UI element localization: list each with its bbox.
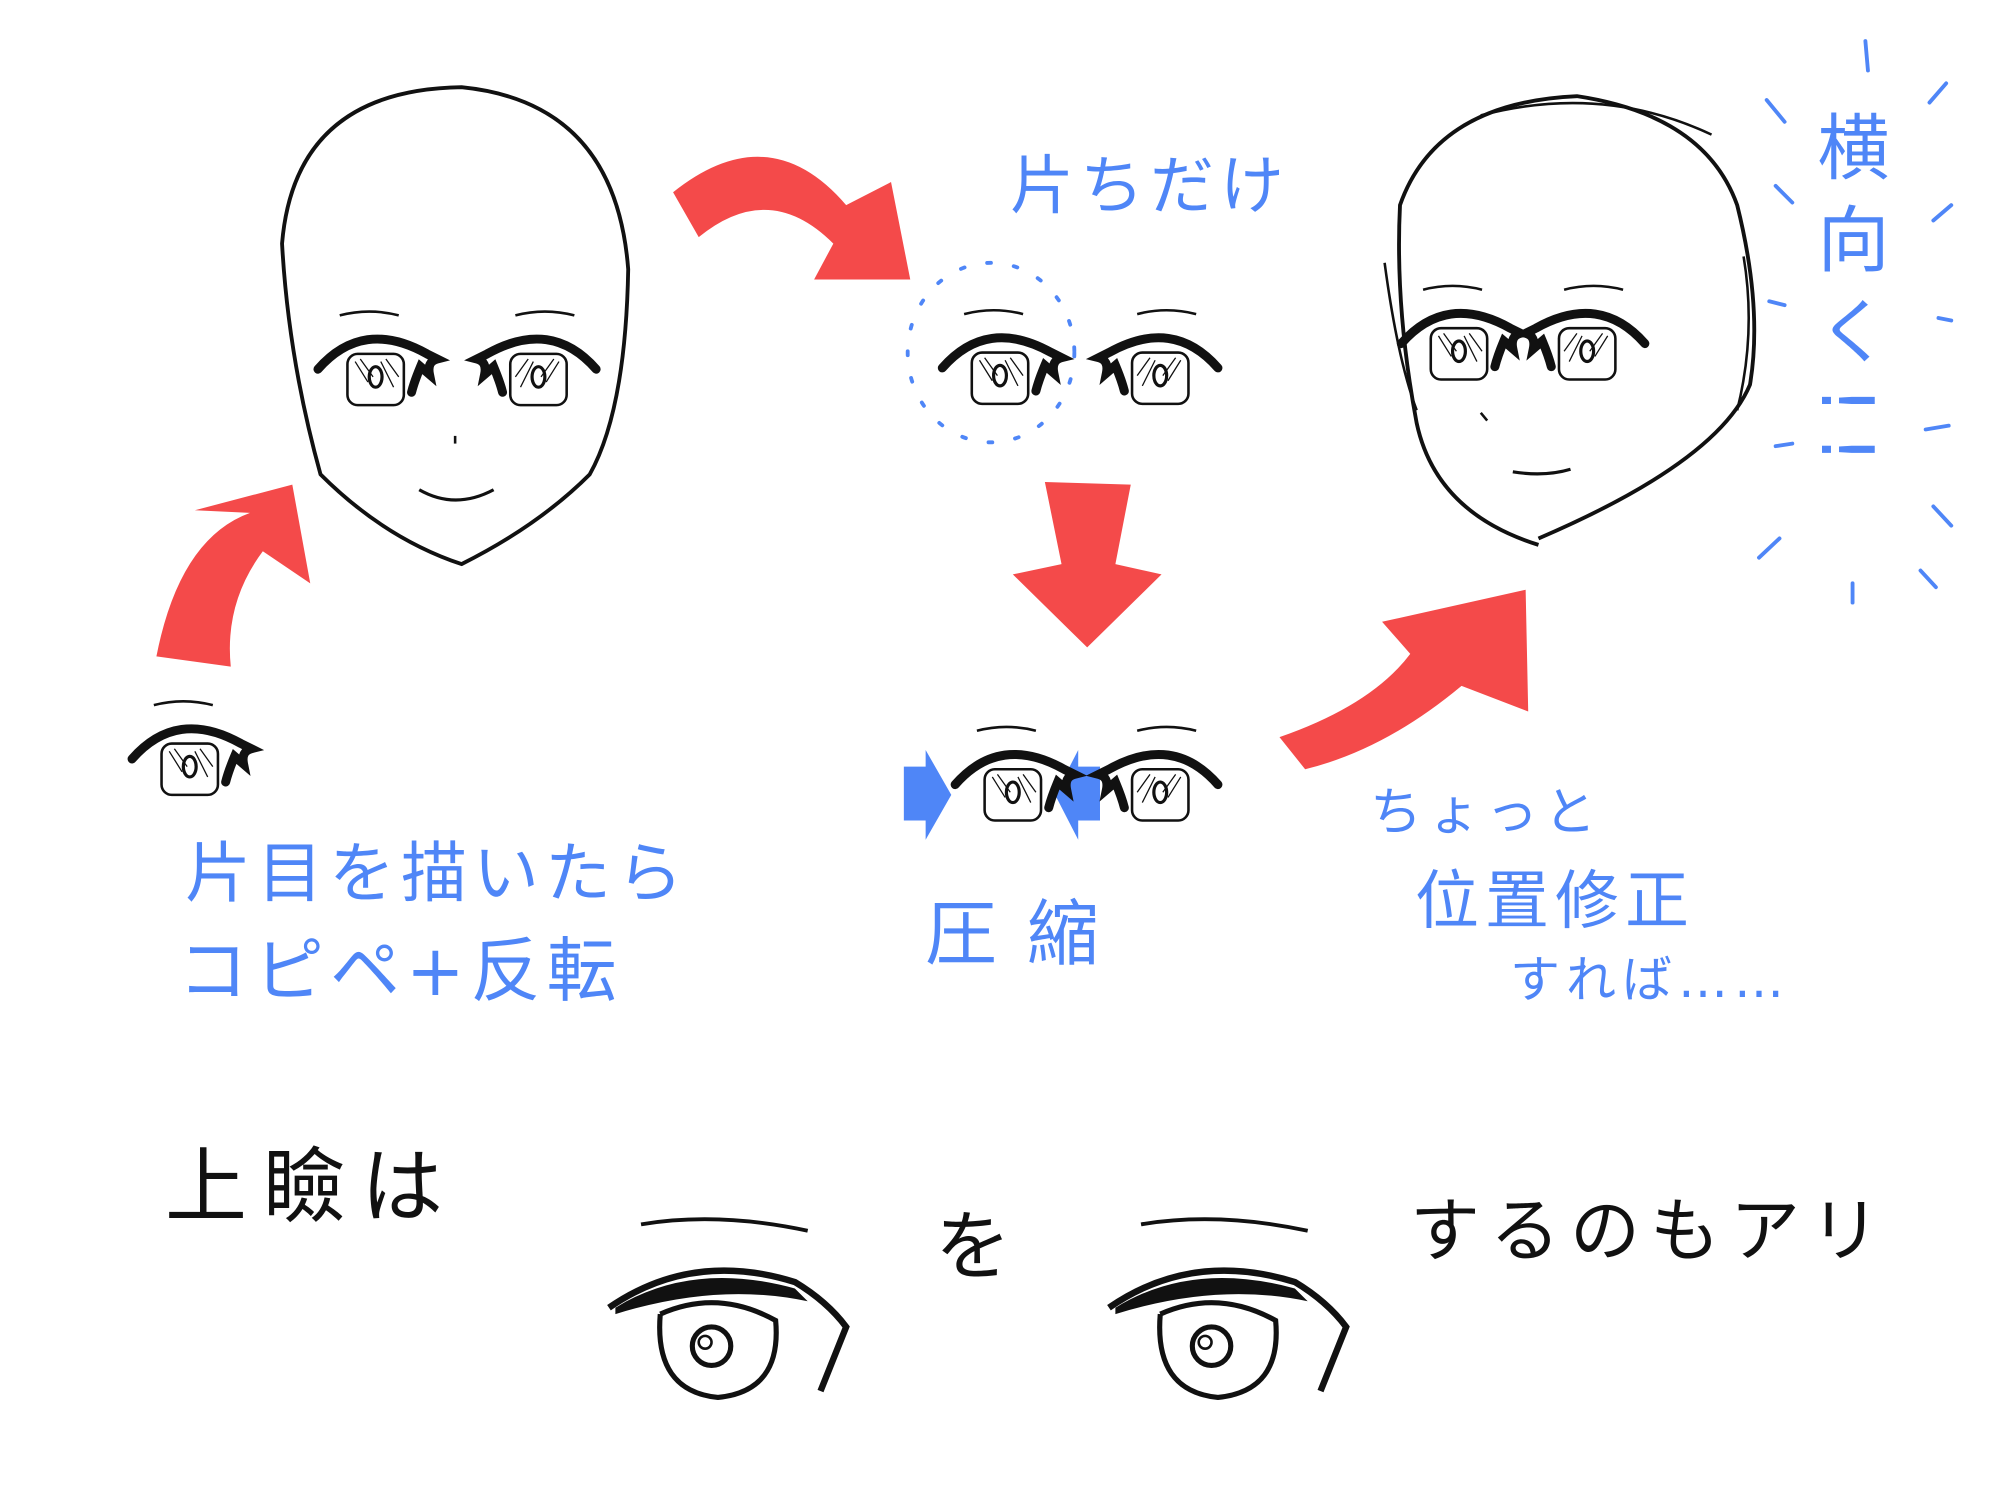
- emphasis-burst-lines: [1757, 39, 1954, 605]
- step4-label-line1: ちょっと: [1370, 783, 1603, 843]
- blue-arrow-left: [1055, 750, 1100, 840]
- arrow-one-side: [673, 156, 911, 280]
- face-front-outline: [280, 85, 631, 567]
- tip-text-part3: するのもアリ: [1410, 1190, 1890, 1272]
- step1-label-line2: コピペ+反転: [178, 930, 623, 1012]
- arrow-compress: [1012, 482, 1162, 648]
- step1-label-line1: 片目を描いたら: [185, 835, 689, 912]
- face-side-outline: [1397, 94, 1757, 547]
- step2-label: 片ちだけ: [1010, 150, 1290, 224]
- step3-label: 圧縮: [925, 892, 1130, 976]
- arrow-copy-flip: [156, 484, 311, 667]
- arrow-adjust: [1279, 589, 1529, 770]
- selection-dotted-circle: [905, 260, 1077, 445]
- tip-text-part2: を: [935, 1202, 1017, 1291]
- blue-arrow-right: [903, 750, 952, 840]
- result-label: 横向く!!: [1805, 110, 1889, 484]
- step4-label-line2: 位置修正: [1415, 865, 1695, 939]
- step4-label-line3: すれば……: [1510, 951, 1790, 1009]
- tip-text-part1: 上瞼は: [165, 1140, 460, 1235]
